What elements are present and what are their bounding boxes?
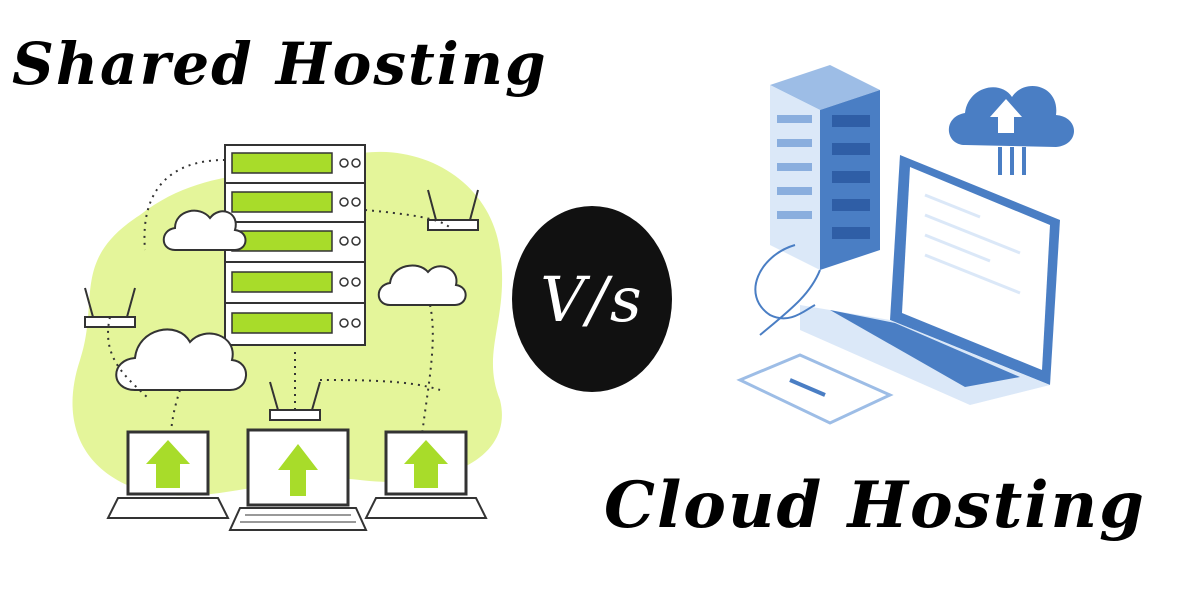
cloud-hosting-title: Cloud Hosting	[604, 468, 1146, 543]
tablet-icon	[736, 353, 894, 425]
shared-hosting-illustration	[72, 144, 503, 531]
laptop-icon	[106, 430, 230, 519]
cloud-upload-icon	[948, 85, 1074, 175]
upload-arrow-icon	[404, 440, 448, 488]
laptop-icon	[800, 155, 1060, 405]
wifi-router-icon	[427, 189, 479, 231]
versus-badge: V/s	[512, 206, 672, 392]
server-rack-icon	[224, 144, 366, 346]
laptop-icon	[228, 428, 368, 531]
upload-arrow-icon	[146, 440, 190, 488]
laptop-icon	[364, 430, 488, 519]
server-rack-icon	[770, 65, 880, 270]
shared-hosting-title: Shared Hosting	[12, 30, 548, 98]
cloud-hosting-illustration	[736, 65, 1074, 425]
cloud-icon	[377, 264, 467, 306]
cloud-icon	[162, 209, 247, 251]
cloud-icon	[115, 328, 247, 391]
upload-arrow-icon	[278, 444, 318, 496]
wifi-router-icon	[84, 287, 136, 328]
